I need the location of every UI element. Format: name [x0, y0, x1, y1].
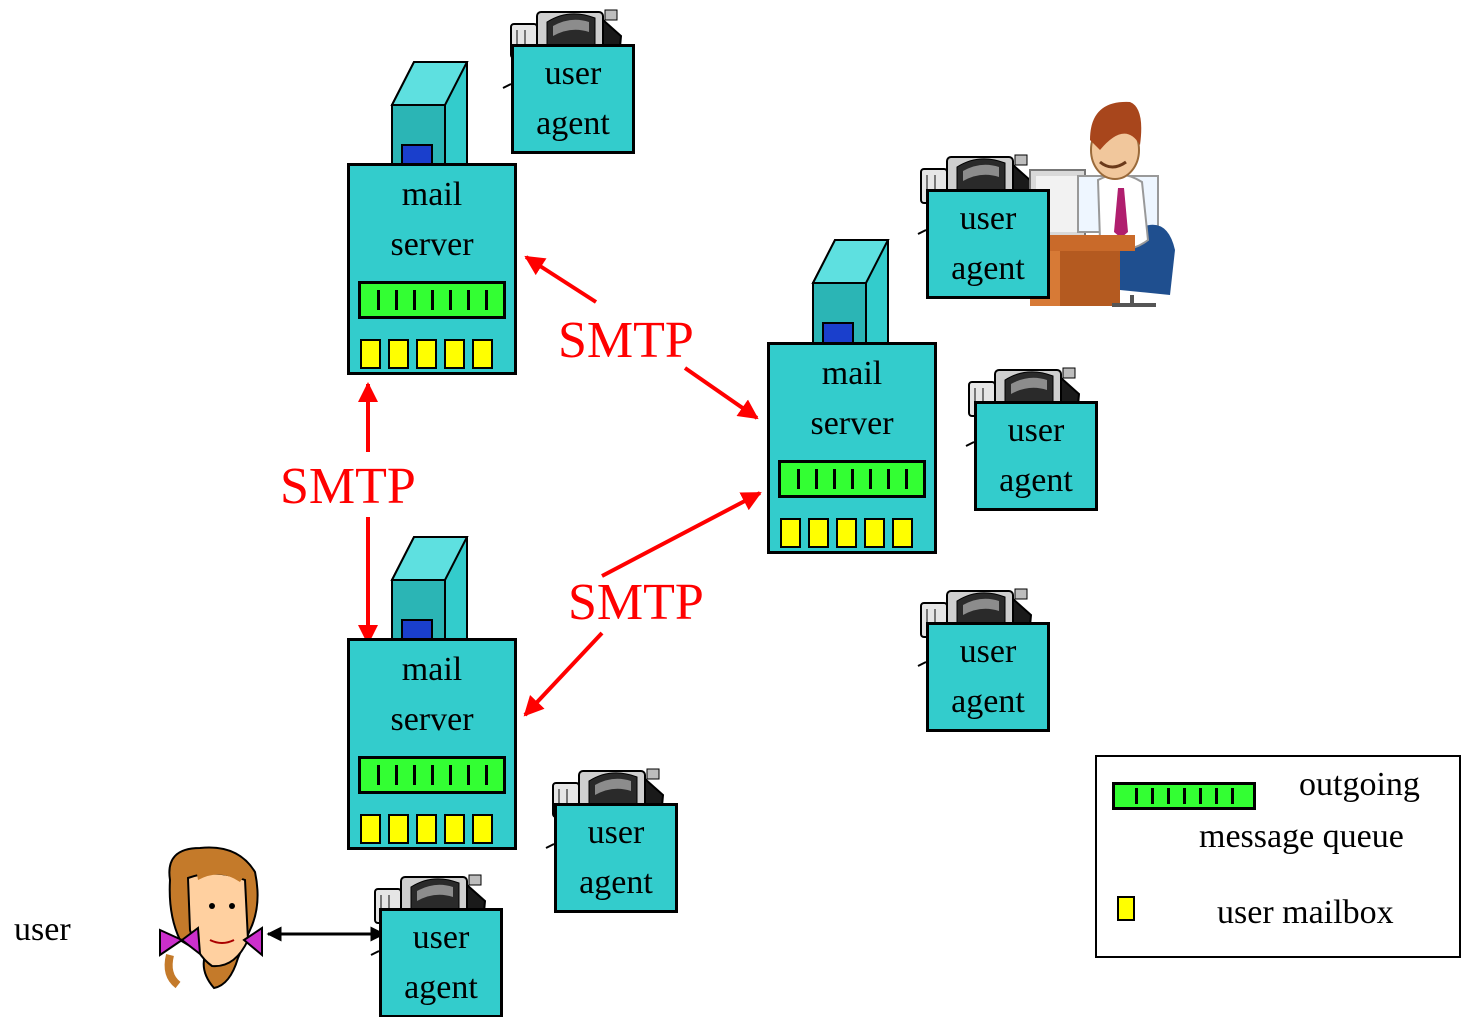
smtp-label: SMTP [558, 312, 694, 369]
smtp-label: SMTP [568, 574, 704, 631]
mail-server: mail server [767, 342, 937, 554]
legend: outgoing message queue user mailbox [1095, 755, 1461, 958]
outgoing-message-queue [358, 756, 506, 794]
outgoing-message-queue [778, 460, 926, 498]
legend-mailbox-label: user mailbox [1217, 894, 1394, 931]
user-mailboxes [360, 339, 493, 369]
legend-queue-label-line1: outgoing [1299, 766, 1420, 803]
smtp-arrow [524, 255, 598, 304]
smtp-label: SMTP [280, 458, 416, 515]
server-label: mail server [390, 176, 474, 263]
smtp-arrow [601, 491, 762, 578]
girl-clipart-icon [159, 846, 263, 990]
smtp-arrow [523, 631, 604, 717]
user-agent: user agent [926, 622, 1050, 732]
legend-queue-label-line2: message queue [1199, 818, 1404, 855]
user-agent: user agent [379, 908, 503, 1017]
mail-server: mail server [347, 163, 517, 375]
user-agent: user agent [926, 189, 1050, 299]
server-label: mail server [810, 355, 894, 442]
outgoing-message-queue [358, 281, 506, 319]
user-agent: user agent [974, 401, 1098, 511]
legend-mailbox-swatch [1117, 896, 1135, 921]
user-agent: user agent [511, 44, 635, 154]
user-agent: user agent [554, 803, 678, 913]
user-mailboxes [360, 814, 493, 844]
user-mailboxes [780, 518, 913, 548]
smtp-arrow [683, 366, 759, 420]
server-label: mail server [390, 651, 474, 738]
user-label: user [14, 911, 71, 948]
legend-queue-swatch [1112, 782, 1256, 810]
mail-server: mail server [347, 638, 517, 850]
